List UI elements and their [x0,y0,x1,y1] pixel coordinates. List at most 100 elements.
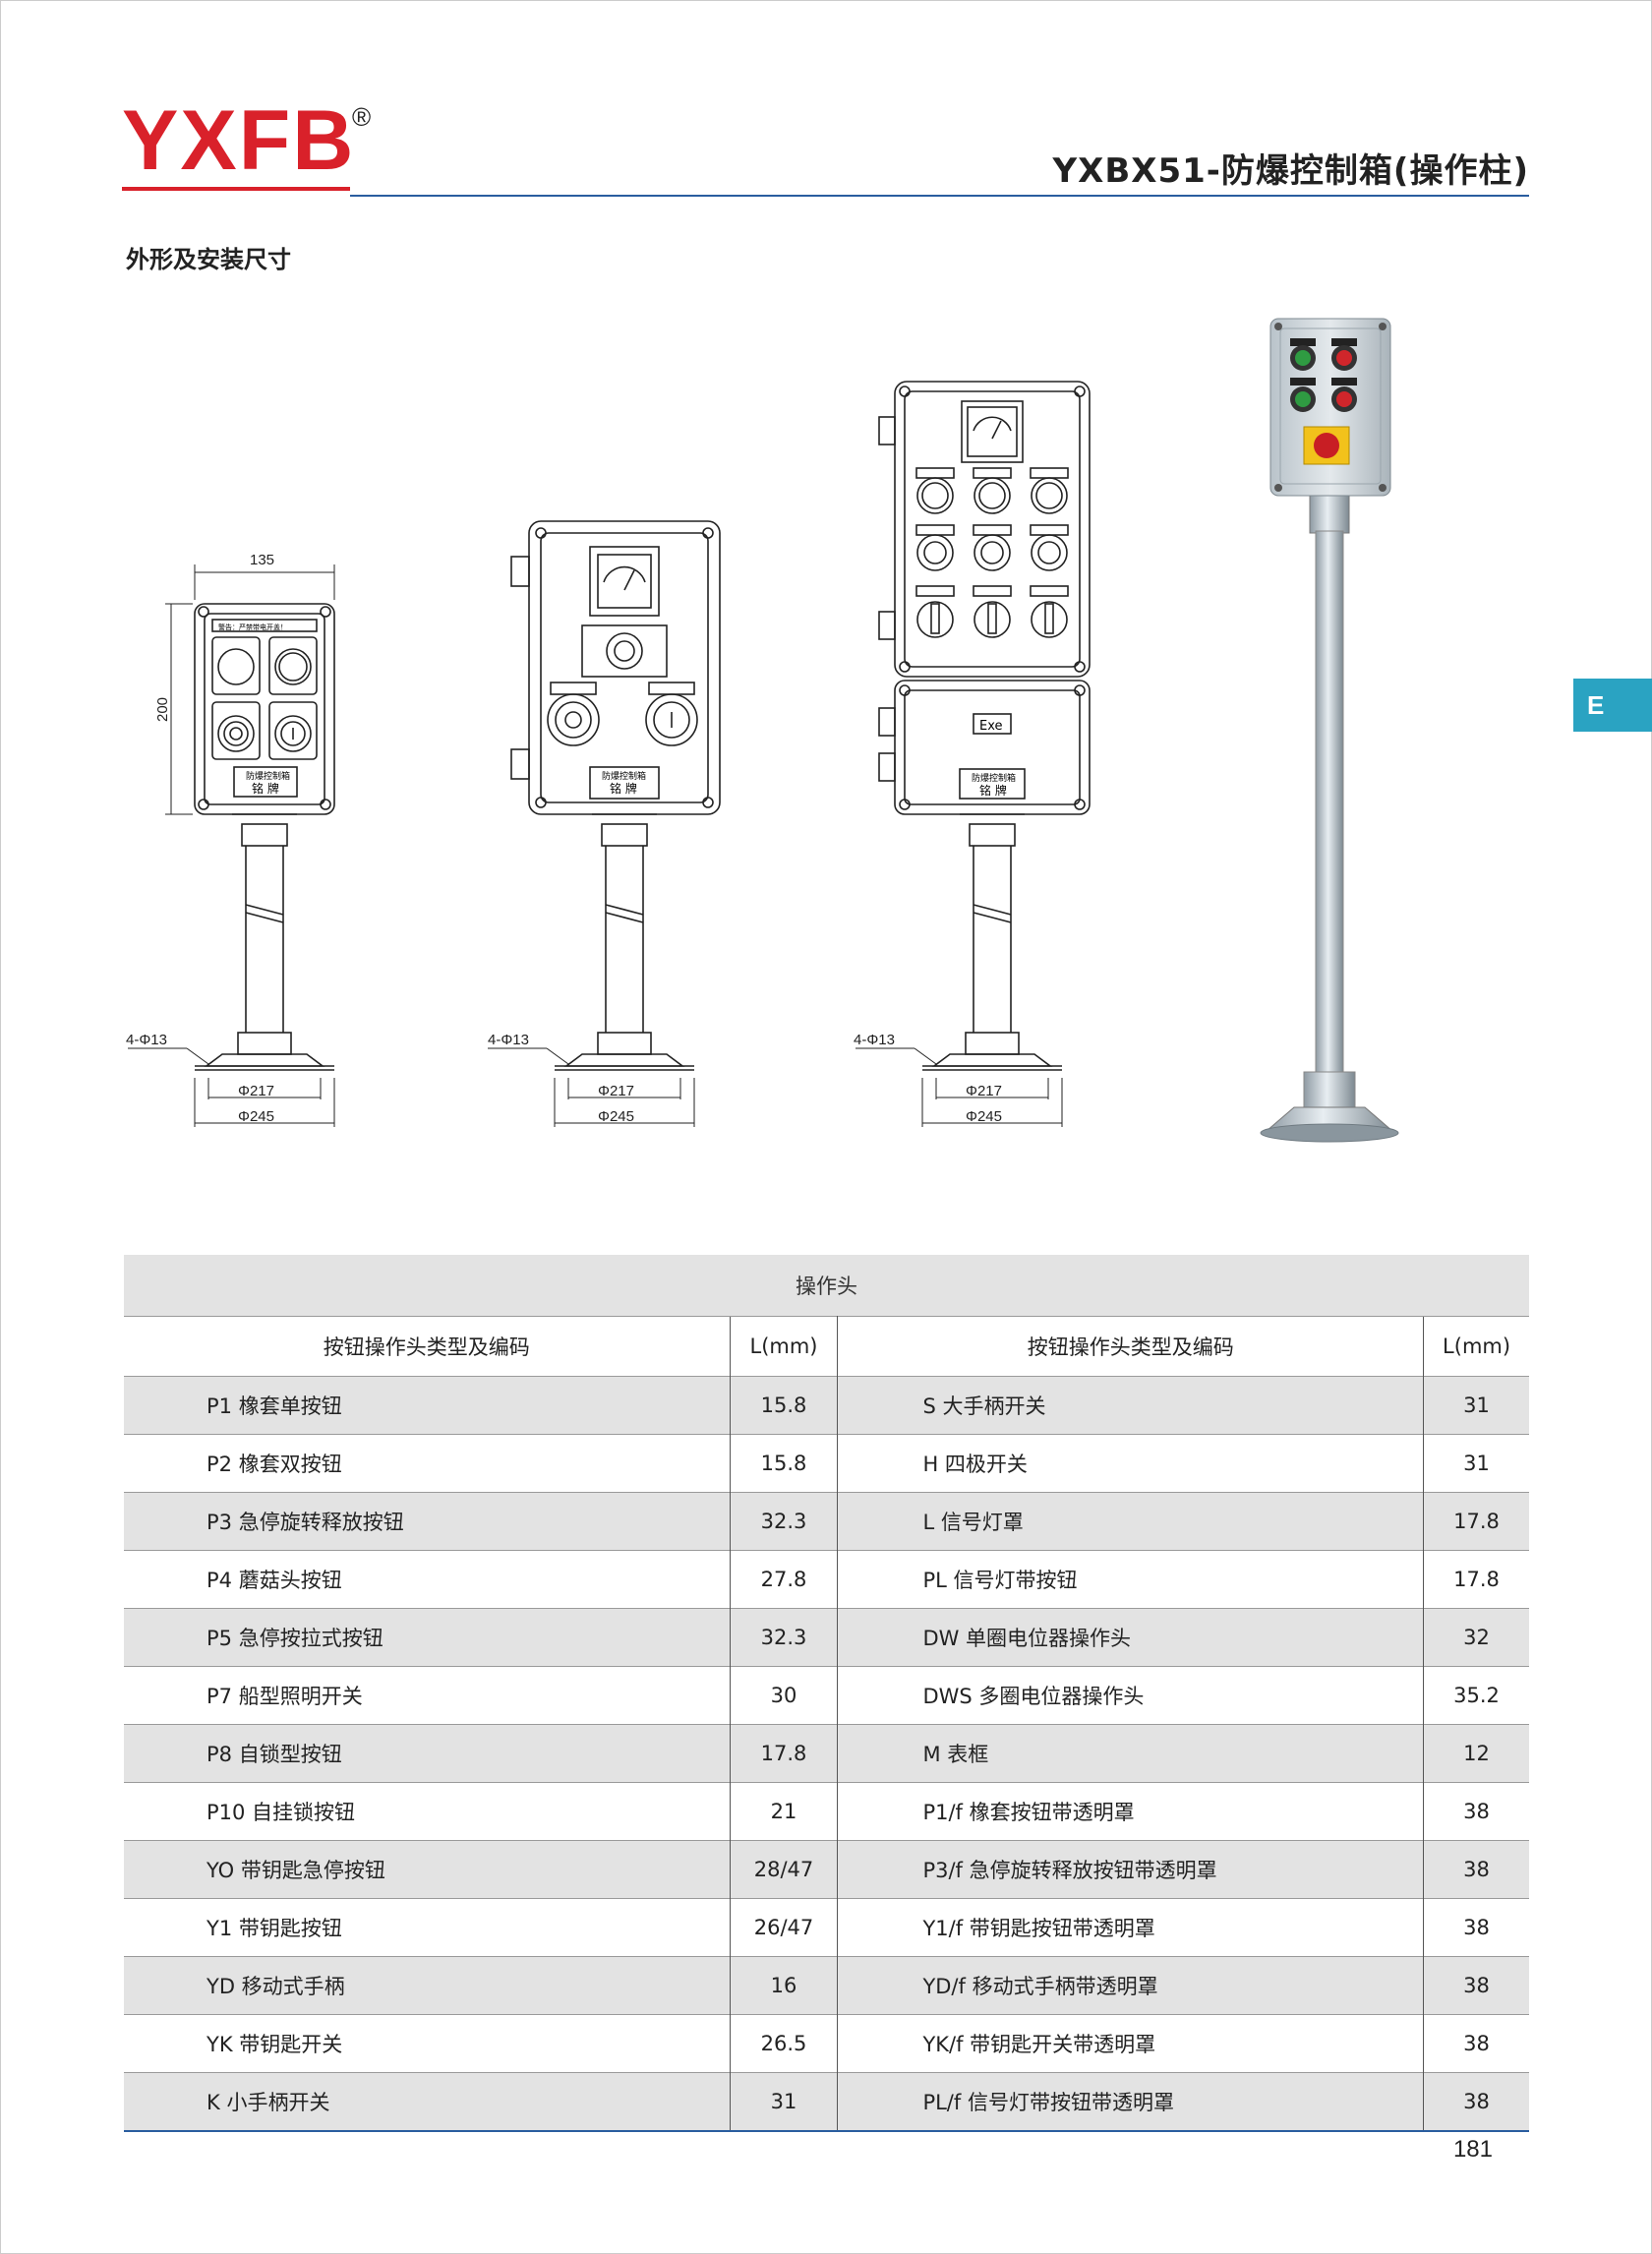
exe-label: Exe [979,719,1003,734]
head-length-left: 16 [729,1956,839,2015]
head-length-right: 38 [1423,2072,1529,2132]
head-type-right: H 四极开关 [837,1434,1424,1493]
inner-diameter-3: Φ217 [966,1083,1002,1099]
head-length-left: 28/47 [729,1840,839,1899]
table-column-header-row: 按钮操作头类型及编码 L(mm) 按钮操作头类型及编码 L(mm) [124,1316,1529,1377]
nameplate-small-2: 防爆控制箱 [602,770,646,782]
head-length-left: 30 [729,1666,839,1725]
drawing-large-box [878,381,1091,1071]
warning-label: 警告：严禁带电开盖！ [218,623,287,631]
head-length-right: 17.8 [1423,1550,1529,1609]
head-type-left: P4 蘑菇头按钮 [124,1550,731,1609]
head-length-left: 26/47 [729,1898,839,1957]
head-length-left: 15.8 [729,1434,839,1493]
section-title: 外形及安装尺寸 [126,246,291,273]
table-header-row: 操作头 [124,1255,1529,1317]
head-type-right: DW 单圈电位器操作头 [837,1608,1424,1667]
drawing-1-dimensions [128,564,335,1127]
header-rule-red [122,187,350,191]
head-type-left: YD 移动式手柄 [124,1956,731,2015]
head-type-right: DWS 多圈电位器操作头 [837,1666,1424,1725]
head-length-left: 21 [729,1782,839,1841]
head-length-right: 12 [1423,1724,1529,1783]
document-title: YXBX51-防爆控制箱(操作柱) [1052,151,1529,191]
head-type-left: P7 船型照明开关 [124,1666,731,1725]
product-photo-control-column [1260,318,1399,1143]
operating-head-table: 操作头 按钮操作头类型及编码 L(mm) 按钮操作头类型及编码 L(mm) P1… [124,1255,1529,2132]
head-type-right: PL 信号灯带按钮 [837,1550,1424,1609]
head-type-right: Y1/f 带钥匙按钮带透明罩 [837,1898,1424,1957]
head-type-left: P8 自锁型按钮 [124,1724,731,1783]
header-rule-blue [350,195,1529,197]
head-type-right: P3/f 急停旋转释放按钮带透明罩 [837,1840,1424,1899]
head-type-left: YO 带钥匙急停按钮 [124,1840,731,1899]
head-length-left: 26.5 [729,2014,839,2073]
head-length-right: 38 [1423,1898,1529,1957]
drawing-3-dimensions [856,1047,1063,1127]
head-length-right: 38 [1423,1782,1529,1841]
head-length-right: 31 [1423,1376,1529,1435]
head-length-right: 31 [1423,1434,1529,1493]
outer-diameter-2: Φ245 [598,1108,634,1125]
nameplate-small-3: 防爆控制箱 [972,772,1016,784]
nameplate-big-3: 铭 牌 [979,783,1007,798]
head-length-left: 17.8 [729,1724,839,1783]
table-header: 操作头 [124,1255,1529,1317]
nameplate-big-1: 铭 牌 [252,781,279,796]
drawing-small-box [194,603,335,1071]
page-number: 181 [1452,2136,1493,2163]
head-type-left: P5 急停按拉式按钮 [124,1608,731,1667]
head-type-right: PL/f 信号灯带按钮带透明罩 [837,2072,1424,2132]
registered-mark: ® [352,102,372,132]
head-length-right: 38 [1423,1840,1529,1899]
col-header-length-right: L(mm) [1423,1316,1529,1377]
width-dimension: 135 [250,552,274,568]
nameplate-small-1: 防爆控制箱 [246,770,290,782]
head-length-left: 31 [729,2072,839,2132]
hole-dimension-3: 4-Φ13 [854,1032,895,1048]
head-type-right: P1/f 橡套按钮带透明罩 [837,1782,1424,1841]
drawing-2-dimensions [488,1047,695,1127]
head-length-right: 35.2 [1423,1666,1529,1725]
head-type-right: M 表框 [837,1724,1424,1783]
technical-drawings: 135 200 4-Φ13 Φ217 Φ245 警告：严禁带电开盖！ 防爆控制箱… [126,318,1399,1143]
col-header-length-left: L(mm) [729,1316,839,1377]
drawing-medium-box [510,520,721,1071]
head-type-left: Y1 带钥匙按钮 [124,1898,731,1957]
head-type-left: YK 带钥匙开关 [124,2014,731,2073]
head-type-left: K 小手柄开关 [124,2072,731,2132]
head-length-right: 38 [1423,1956,1529,2015]
head-type-left: P3 急停旋转释放按钮 [124,1492,731,1551]
outer-diameter-3: Φ245 [966,1108,1002,1125]
head-type-left: P1 橡套单按钮 [124,1376,731,1435]
inner-diameter-2: Φ217 [598,1083,634,1099]
head-length-right: 17.8 [1423,1492,1529,1551]
side-index-tab[interactable]: E [1573,679,1652,732]
nameplate-big-2: 铭 牌 [610,781,637,796]
head-type-left: P2 橡套双按钮 [124,1434,731,1493]
head-type-right: S 大手柄开关 [837,1376,1424,1435]
head-length-left: 32.3 [729,1608,839,1667]
hole-dimension: 4-Φ13 [126,1032,167,1048]
outer-diameter: Φ245 [238,1108,274,1125]
head-type-right: L 信号灯罩 [837,1492,1424,1551]
col-header-name-left: 按钮操作头类型及编码 [124,1316,731,1377]
inner-diameter: Φ217 [238,1083,274,1099]
head-length-right: 38 [1423,2014,1529,2073]
hole-dimension-2: 4-Φ13 [488,1032,529,1048]
col-header-name-right: 按钮操作头类型及编码 [837,1316,1424,1377]
head-length-right: 32 [1423,1608,1529,1667]
head-length-left: 32.3 [729,1492,839,1551]
